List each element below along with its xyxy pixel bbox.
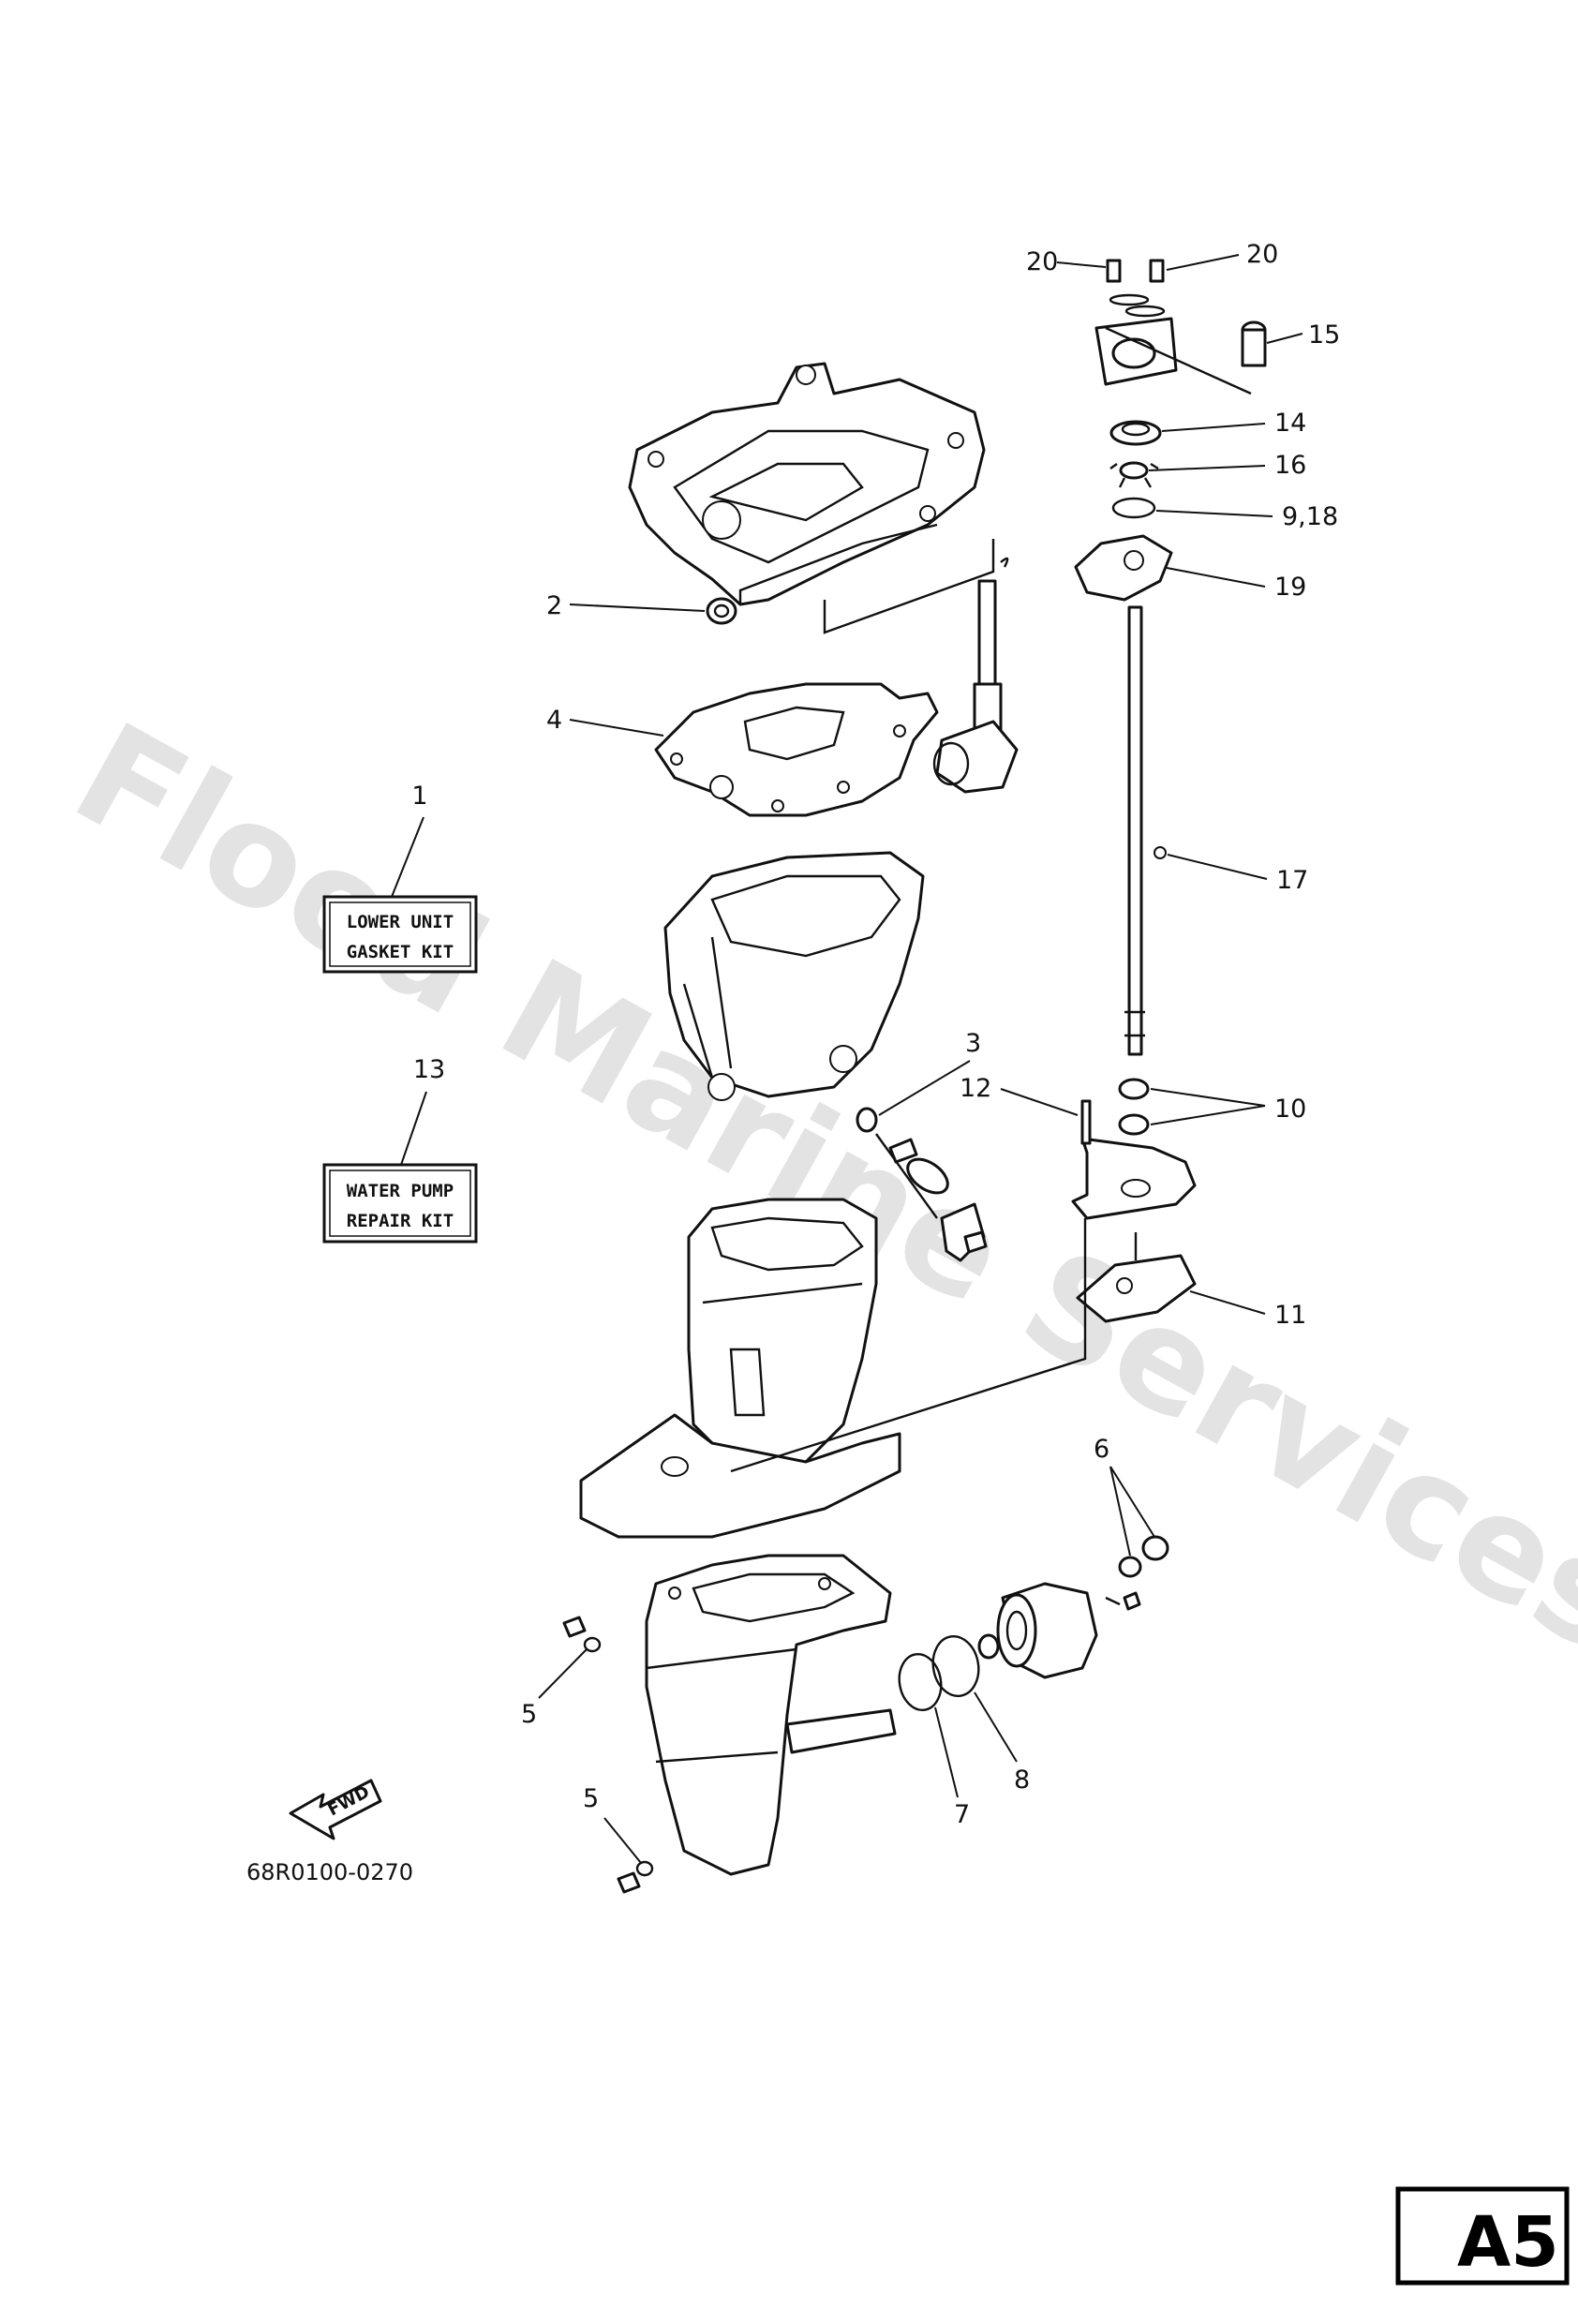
water-pump-repair-kit-box: WATER PUMP REPAIR KIT xyxy=(322,1163,478,1244)
callout-number: 9,18 xyxy=(1282,502,1338,531)
callout-number: 5 xyxy=(521,1700,537,1729)
bolt-part xyxy=(1105,1535,1169,1611)
callout-number: 10 xyxy=(1274,1095,1306,1124)
leader-line xyxy=(1167,854,1268,880)
callout-number: 14 xyxy=(1274,409,1306,438)
insert-cartridge-part xyxy=(1109,420,1162,446)
leader-line xyxy=(878,1060,971,1116)
forward-direction-arrow-icon: FWD xyxy=(289,1779,382,1840)
drawing-number: 68R0100-0270 xyxy=(246,1859,413,1885)
watermark: Flood Marine Services xyxy=(50,693,1578,1684)
leader-line xyxy=(1166,254,1240,271)
gasket-ring-part xyxy=(1111,497,1156,519)
callout-number: 4 xyxy=(546,706,562,735)
oil-filter-part xyxy=(932,557,1019,794)
lower-case-part xyxy=(645,1554,897,1876)
pump-housing-part xyxy=(1094,259,1267,395)
leader-line xyxy=(1150,1088,1266,1107)
leader-line xyxy=(1189,1290,1266,1315)
gasket-part xyxy=(654,682,939,817)
callout-number: 2 xyxy=(546,591,562,620)
callout-number: 1 xyxy=(411,782,427,811)
callout-number: 11 xyxy=(1274,1301,1306,1330)
kit-label-line1: WATER PUMP xyxy=(347,1181,454,1201)
lower-unit-gasket-kit-box: LOWER UNIT GASKET KIT xyxy=(322,895,478,974)
leader-line xyxy=(400,1091,427,1166)
upper-case-housing-part xyxy=(579,1198,901,1539)
callout-number: 6 xyxy=(1094,1435,1109,1464)
leader-line xyxy=(974,1691,1018,1763)
callout-number: 13 xyxy=(413,1055,445,1084)
leader-line xyxy=(1155,510,1273,517)
page-id-box: A5 xyxy=(1395,2186,1570,2286)
leader-line xyxy=(1056,261,1107,268)
leader-line xyxy=(391,816,424,898)
o-ring-part xyxy=(931,1635,980,1697)
leader-line xyxy=(1109,1466,1131,1557)
assembly-guide-line xyxy=(823,539,995,634)
grommet-part xyxy=(856,1107,988,1262)
leader-line xyxy=(538,1648,588,1699)
leader-line xyxy=(934,1706,959,1798)
page-id: A5 xyxy=(1457,2202,1559,2283)
callout-number: 8 xyxy=(1014,1765,1030,1795)
leader-line xyxy=(1161,423,1266,432)
leader-line xyxy=(1000,1088,1079,1116)
callout-number: 7 xyxy=(954,1800,970,1829)
callout-number: 16 xyxy=(1274,451,1306,480)
exhaust-guide-part xyxy=(663,851,925,1101)
callout-number: 20 xyxy=(1026,247,1058,276)
pump-plate-part xyxy=(730,1099,1197,1473)
leader-line xyxy=(1150,1105,1266,1125)
callout-number: 17 xyxy=(1276,866,1308,895)
kit-label-line1: LOWER UNIT xyxy=(347,912,454,932)
callout-number: 12 xyxy=(960,1074,991,1103)
drain-screw-part xyxy=(562,1616,654,1894)
leader-line xyxy=(1166,567,1266,588)
oil-seal-part xyxy=(706,597,737,625)
propeller-shaft-housing-part xyxy=(977,1582,1098,1679)
callout-number: 3 xyxy=(965,1029,981,1058)
callout-number: 20 xyxy=(1246,240,1278,269)
kit-label-line2: GASKET KIT xyxy=(347,942,454,962)
leader-line xyxy=(1148,465,1266,471)
impeller-part xyxy=(1109,461,1159,488)
kit-label-line2: REPAIR KIT xyxy=(347,1211,454,1231)
outer-plate-part xyxy=(1074,534,1173,602)
bearing-part xyxy=(1118,1078,1150,1136)
leader-line xyxy=(1266,333,1303,344)
upper-casing-part xyxy=(628,362,986,606)
leader-line xyxy=(569,719,664,737)
callout-number: 15 xyxy=(1308,320,1340,350)
callout-number: 19 xyxy=(1274,573,1306,602)
o-ring-part xyxy=(898,1653,943,1711)
leader-line xyxy=(569,603,706,612)
leader-line xyxy=(1109,1466,1155,1538)
callout-number: 5 xyxy=(583,1784,599,1813)
drive-shaft-part xyxy=(1124,605,1167,1056)
leader-line xyxy=(603,1817,642,1864)
